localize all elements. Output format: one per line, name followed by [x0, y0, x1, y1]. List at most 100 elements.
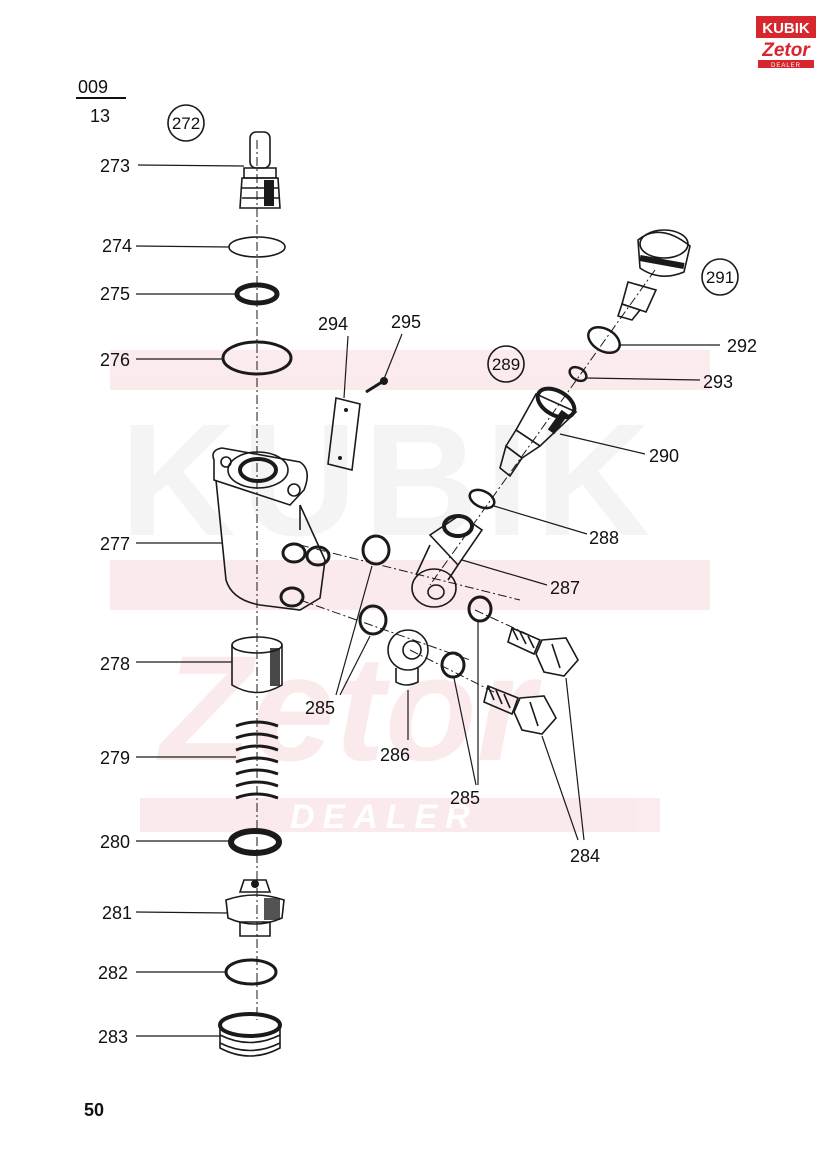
part-285-washer: [440, 651, 466, 679]
port-axis-upper: [299, 544, 521, 601]
housing-flange: [212, 447, 308, 506]
callout-286: 286: [380, 745, 410, 765]
leader-285a-2: [339, 635, 371, 696]
leader-284-2: [541, 735, 579, 841]
leader-294: [343, 335, 349, 399]
assembly-label-291: 291: [701, 258, 739, 296]
callout-283: 283: [98, 1027, 128, 1047]
page-number: 50: [84, 1100, 104, 1120]
plate-rivet: [338, 456, 342, 460]
bolt-thread: [487, 685, 511, 709]
diagonal-axis-upper: [429, 269, 656, 586]
assembly-label-text: 291: [706, 268, 734, 287]
callout-280: 280: [100, 832, 130, 852]
pump-body-top: [535, 386, 577, 420]
banjo-stem: [395, 668, 419, 686]
assembly-label-text: 289: [492, 355, 520, 374]
leader-290: [559, 433, 646, 455]
cap-top: [218, 1012, 282, 1038]
callout-277: 277: [100, 534, 130, 554]
part-290-pump-body: [499, 386, 578, 478]
callout-295: 295: [391, 312, 421, 332]
housing-side-port: [281, 542, 307, 564]
cap-thread: [219, 1034, 281, 1052]
leader-288: [493, 505, 588, 535]
callout-292: 292: [727, 336, 757, 356]
assembly-circle: [701, 258, 739, 296]
assembly-circle: [167, 104, 205, 142]
housing-top-port: [227, 451, 289, 489]
plate-outline: [327, 397, 361, 471]
stem-shade: [264, 180, 274, 206]
part-284-banjo-bolt-upper: [507, 626, 579, 677]
leader-285a-1: [335, 565, 373, 696]
bolt-hex-head: [535, 637, 579, 677]
spring-coils: [235, 720, 279, 800]
callout-288: 288: [589, 528, 619, 548]
watermark-band-mid: [110, 560, 710, 610]
callout-275: 275: [100, 284, 130, 304]
part-285-washer: [358, 604, 388, 636]
seat-shade: [264, 898, 280, 920]
part-283-cap-nut: [218, 1012, 282, 1057]
callout-labels: 273 274 275 276 277 278 279 280 281 282 …: [98, 156, 757, 1047]
leader-274: [135, 245, 230, 248]
watermark-band-top: [110, 350, 710, 390]
leader-293: [585, 377, 701, 381]
bolt-shank: [483, 684, 520, 716]
seat-top: [238, 879, 272, 893]
screw-shank: [365, 380, 383, 394]
callout-294: 294: [318, 314, 348, 334]
group-code-bottom: 13: [90, 106, 110, 126]
callout-282: 282: [98, 963, 128, 983]
part-295-screw: [365, 377, 388, 394]
part-281-valve-seat: [225, 879, 285, 937]
part-276-o-ring: [221, 340, 293, 376]
primer-body: [621, 281, 658, 313]
bolt-thread: [511, 627, 535, 649]
part-288-washer: [468, 488, 496, 510]
callout-293: 293: [703, 372, 733, 392]
plate-rivet: [344, 408, 348, 412]
seat-ball: [251, 880, 259, 888]
primer-knurl: [639, 255, 685, 269]
housing-side-port: [305, 545, 331, 567]
logo-top-text: KUBIK: [762, 20, 810, 37]
sleeve-shade: [270, 648, 280, 686]
logo-top-band: [756, 16, 816, 38]
part-294-plate: [327, 397, 361, 471]
watermark-bottom-text: DEALER: [290, 798, 478, 836]
callout-274: 274: [102, 236, 132, 256]
banjo-eye-hole: [402, 640, 422, 660]
part-278-sleeve: [231, 636, 283, 694]
stem-body: [239, 177, 281, 209]
part-280-washer: [228, 828, 282, 856]
banjo-eye: [387, 629, 429, 671]
leader-284-1: [565, 677, 585, 841]
banjo-eye: [411, 568, 457, 608]
part-286-banjo-eye: [387, 629, 429, 686]
bolt-hex-edge: [551, 643, 561, 669]
part-293-washer: [568, 365, 588, 383]
stem-tip: [249, 131, 271, 169]
logo-sub-band: [758, 60, 814, 68]
banjo-neck: [415, 544, 459, 581]
stem-collar: [243, 167, 277, 179]
screw-head: [380, 377, 388, 385]
part-287-banjo-fitting: [411, 514, 484, 608]
logo-bottom-text: Zetor: [761, 40, 811, 61]
callout-278: 278: [100, 654, 130, 674]
primer-tip: [616, 302, 642, 321]
part-285-washer: [467, 595, 493, 623]
callout-287: 287: [550, 578, 580, 598]
sleeve-body: [231, 645, 283, 694]
part-292-o-ring: [587, 325, 621, 355]
cap-body: [219, 1025, 281, 1057]
bolt-hex-edge: [529, 701, 539, 727]
callout-273: 273: [100, 156, 130, 176]
group-code: 009 13: [76, 77, 126, 126]
assembly-label-272: 272: [167, 104, 205, 142]
part-279-spring: [235, 720, 279, 800]
